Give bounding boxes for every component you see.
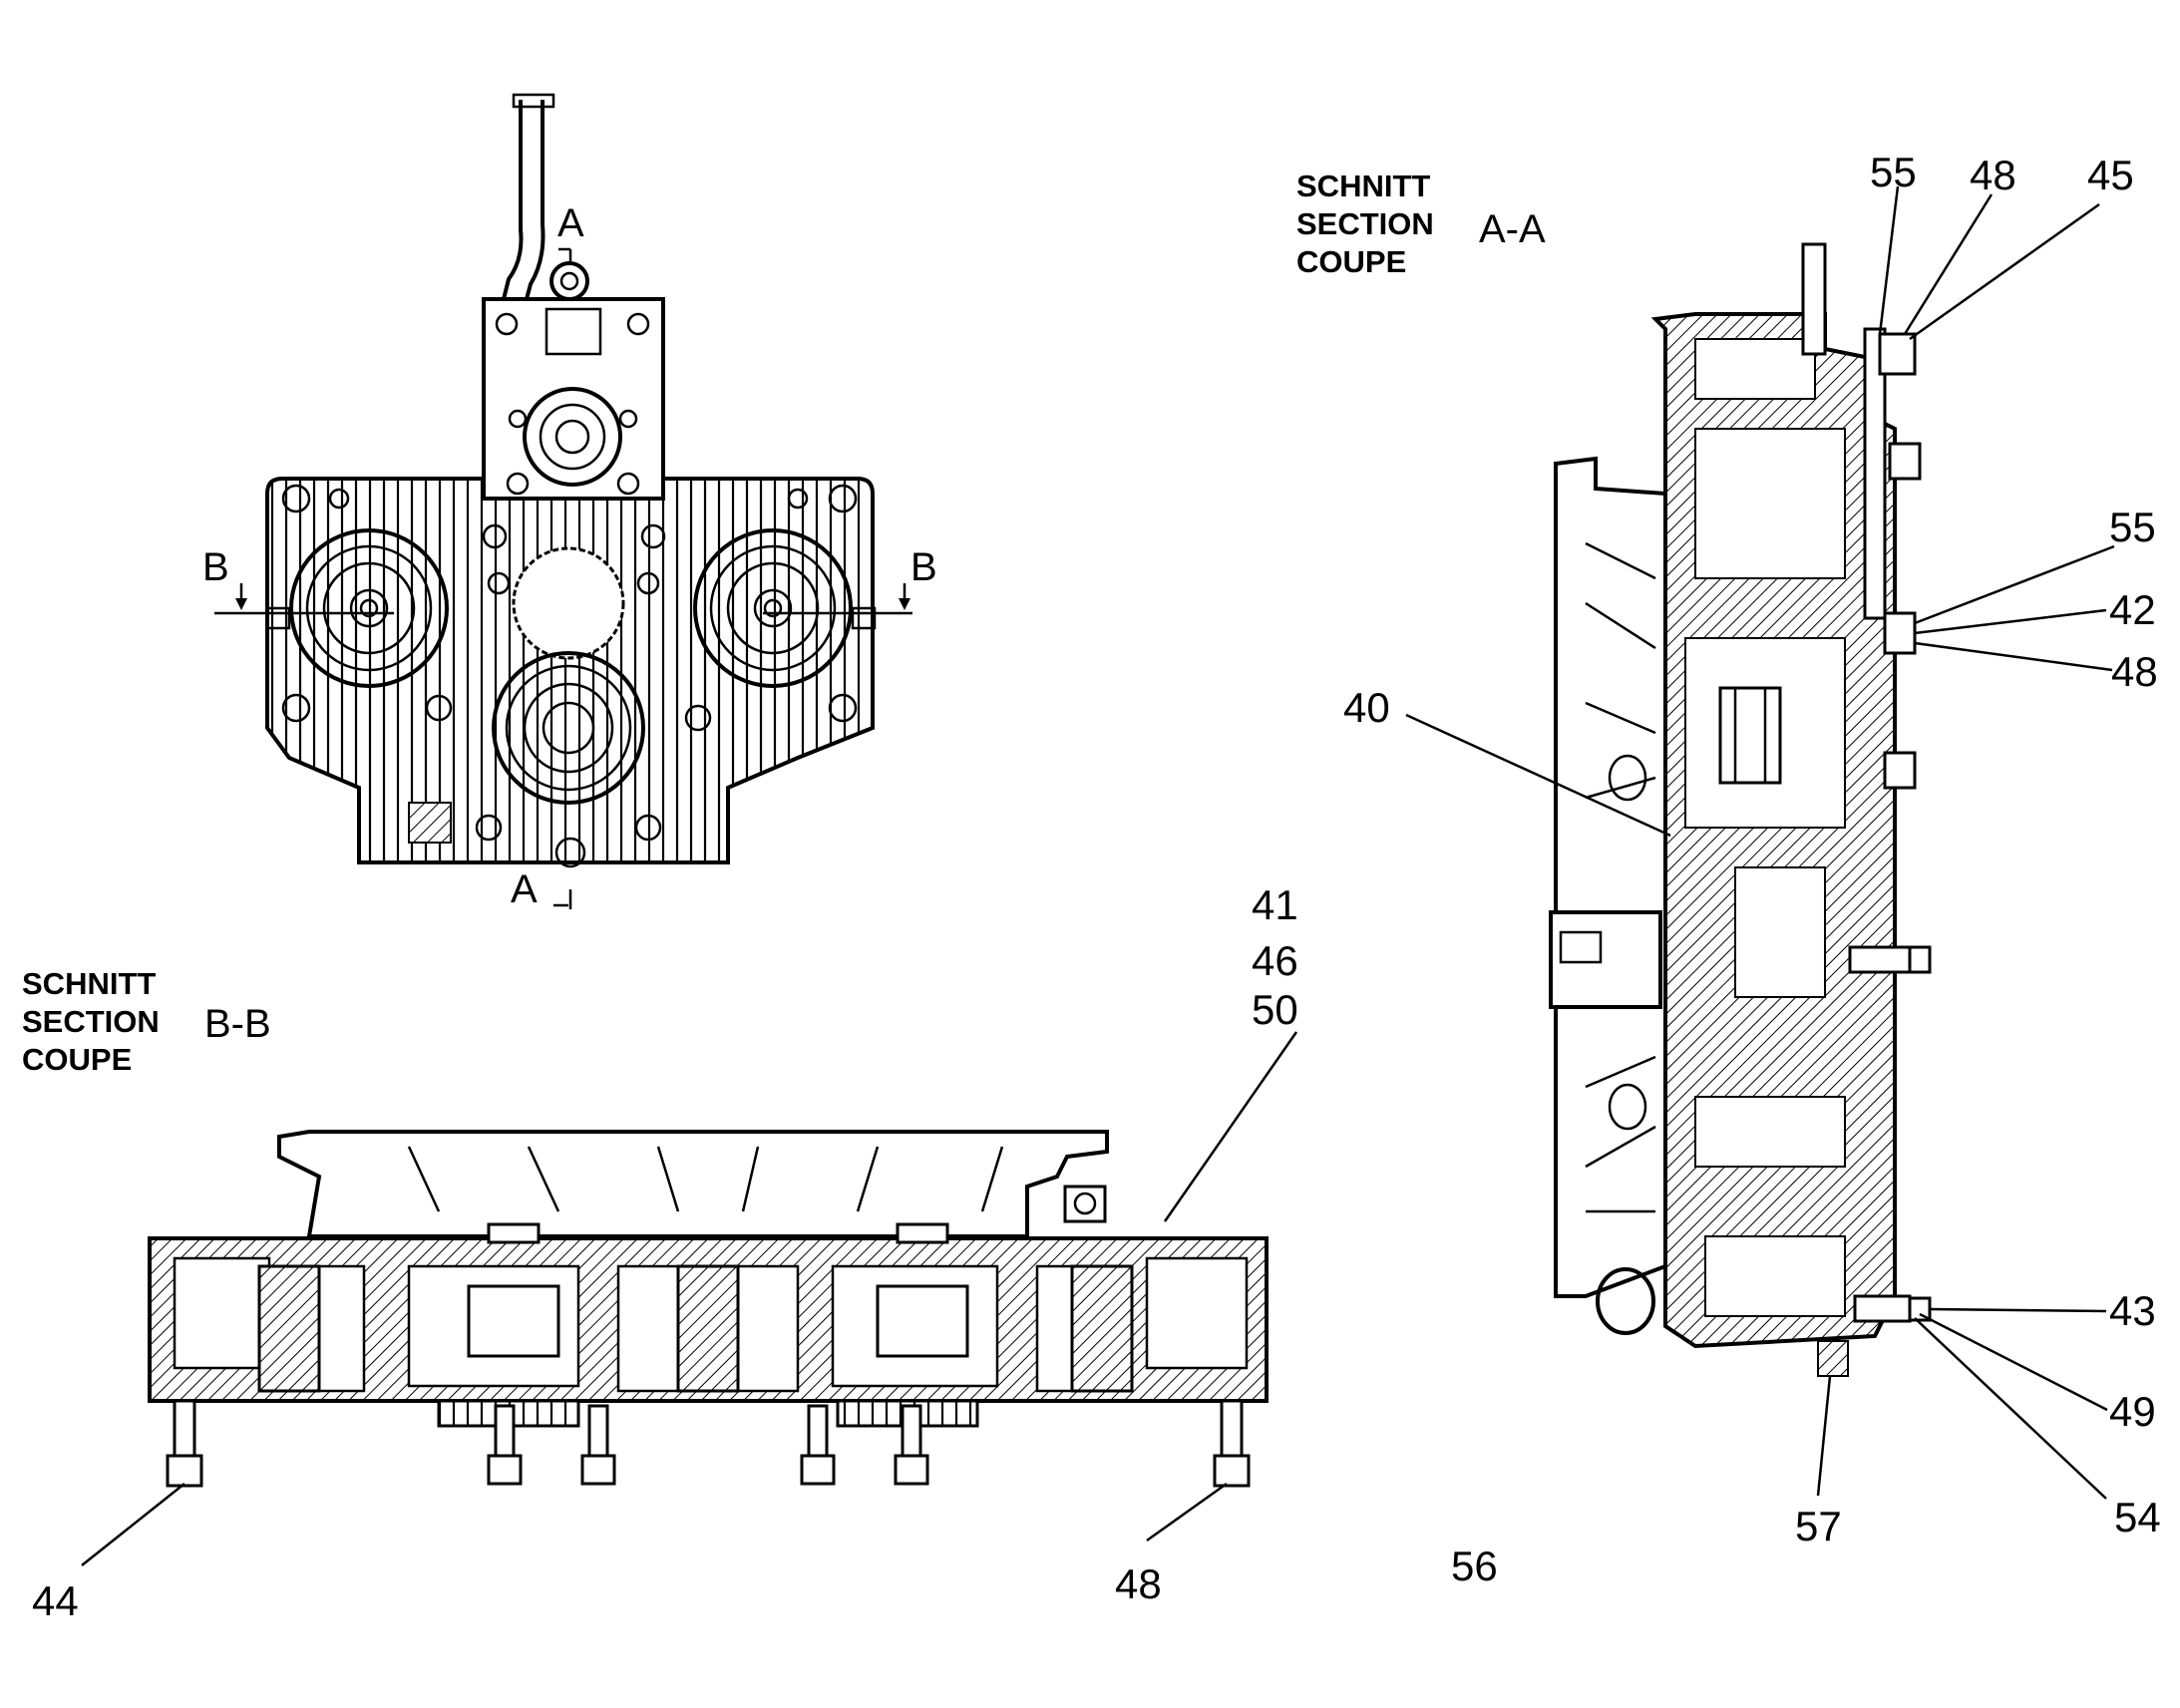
callout-57: 57 [1795,1503,1842,1549]
section-bb-heading-line-1: SCHNITT [22,966,156,1001]
section-aa-heading-line-1: SCHNITT [1296,169,1430,203]
section-bb-heading: SCHNITT SECTION COUPE B-B [22,966,271,1077]
callout-50: 50 [1252,986,1298,1033]
callout-40: 40 [1343,684,1390,731]
front-view-housing [265,93,877,868]
callout-48-bottom: 48 [1115,1560,1162,1607]
cut-lines [214,247,912,909]
section-bb-leaders [81,1031,1298,1566]
callout-45: 45 [2087,152,2134,198]
section-aa-name: A-A [1479,207,1546,251]
callout-43: 43 [2109,1287,2156,1334]
callout-55-top: 55 [1870,149,1917,195]
section-aa-heading-line-2: SECTION [1296,206,1434,241]
section-bb-heading-line-3: COUPE [22,1042,132,1077]
section-aa-heading: SCHNITT SECTION COUPE A-A [1296,169,1546,279]
callout-56: 56 [1451,1542,1498,1589]
section-bb-drawing [148,1130,1269,1488]
cut-marker-b-left: B [202,545,229,589]
cut-marker-a-bottom: A [511,867,538,911]
callout-44: 44 [32,1577,79,1624]
callout-55-mid: 55 [2109,504,2156,550]
section-aa-leaders [1405,185,2115,1500]
section-bb-heading-line-2: SECTION [22,1004,160,1039]
callout-49: 49 [2109,1388,2156,1435]
section-bb-name: B-B [204,1002,271,1046]
callout-41: 41 [1252,881,1298,928]
cut-marker-a-top: A [557,201,584,245]
section-aa-heading-line-3: COUPE [1296,244,1406,279]
callout-48-top: 48 [1970,152,2016,198]
callout-46: 46 [1252,937,1298,984]
callout-48-mid: 48 [2111,648,2158,695]
callout-54: 54 [2114,1494,2161,1540]
cut-marker-b-right: B [910,545,937,589]
section-aa-drawing [1549,242,1932,1377]
callout-42: 42 [2109,586,2156,633]
